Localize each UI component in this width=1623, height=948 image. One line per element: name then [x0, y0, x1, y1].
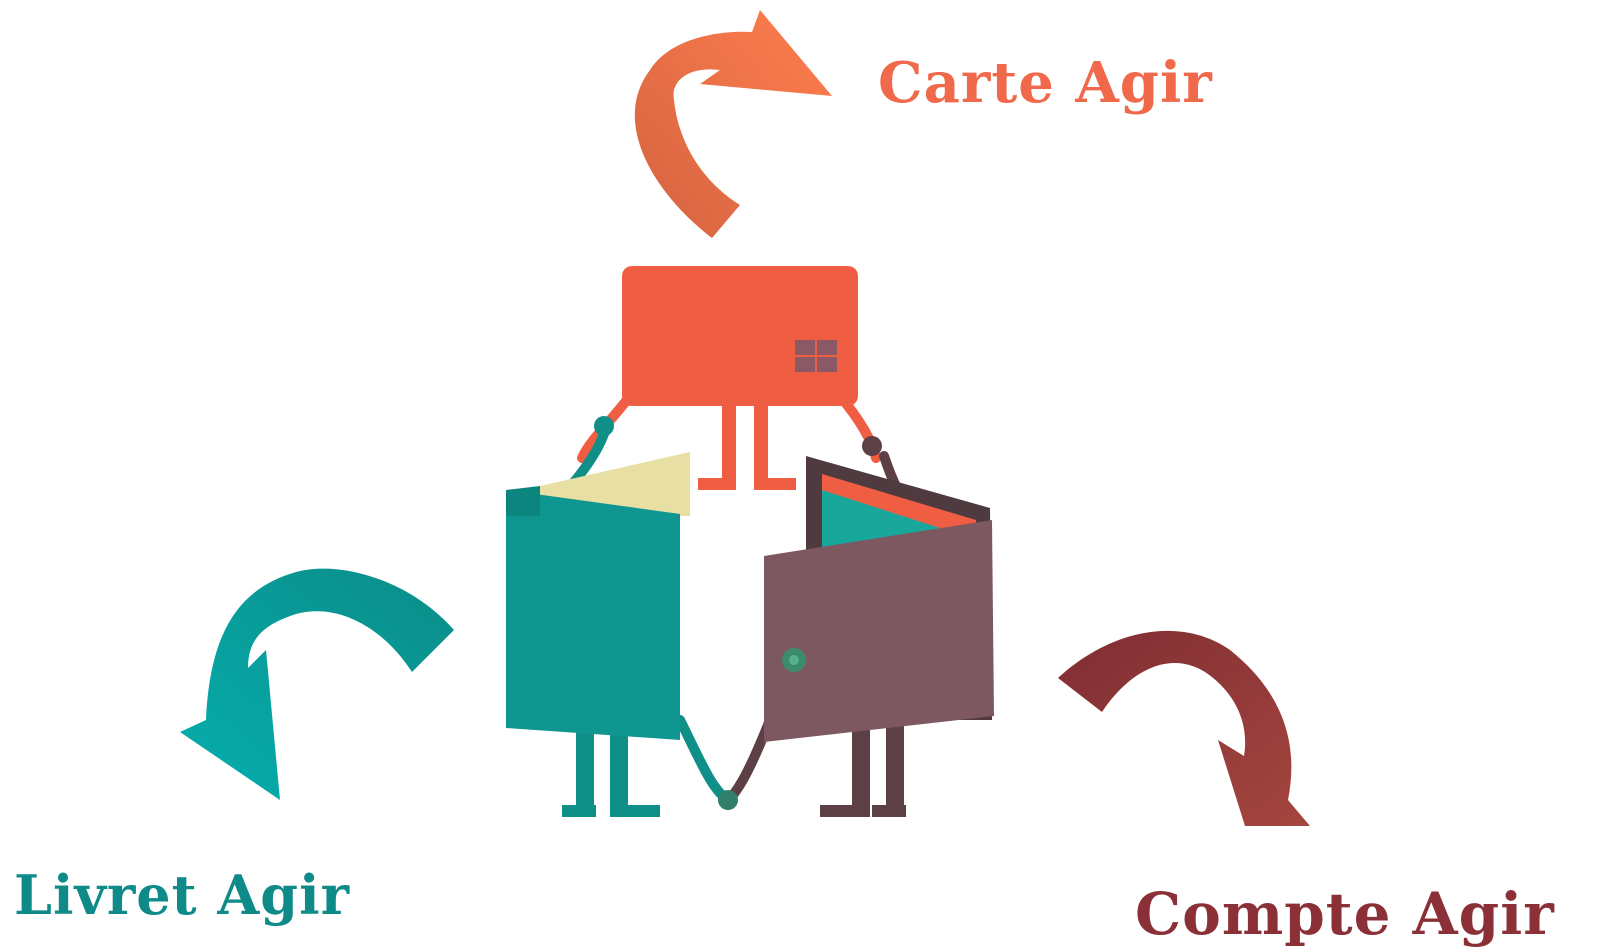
livret-arrow-icon	[180, 568, 454, 800]
card-book-wallet-character-icon	[506, 266, 994, 817]
carte-agir-label: Carte Agir	[878, 50, 1213, 116]
compte-agir-label: Compte Agir	[1135, 880, 1555, 948]
livret-agir-label: Livret Agir	[14, 863, 351, 927]
compte-arrow-icon	[1058, 630, 1310, 826]
carte-arrow-icon	[634, 10, 832, 238]
